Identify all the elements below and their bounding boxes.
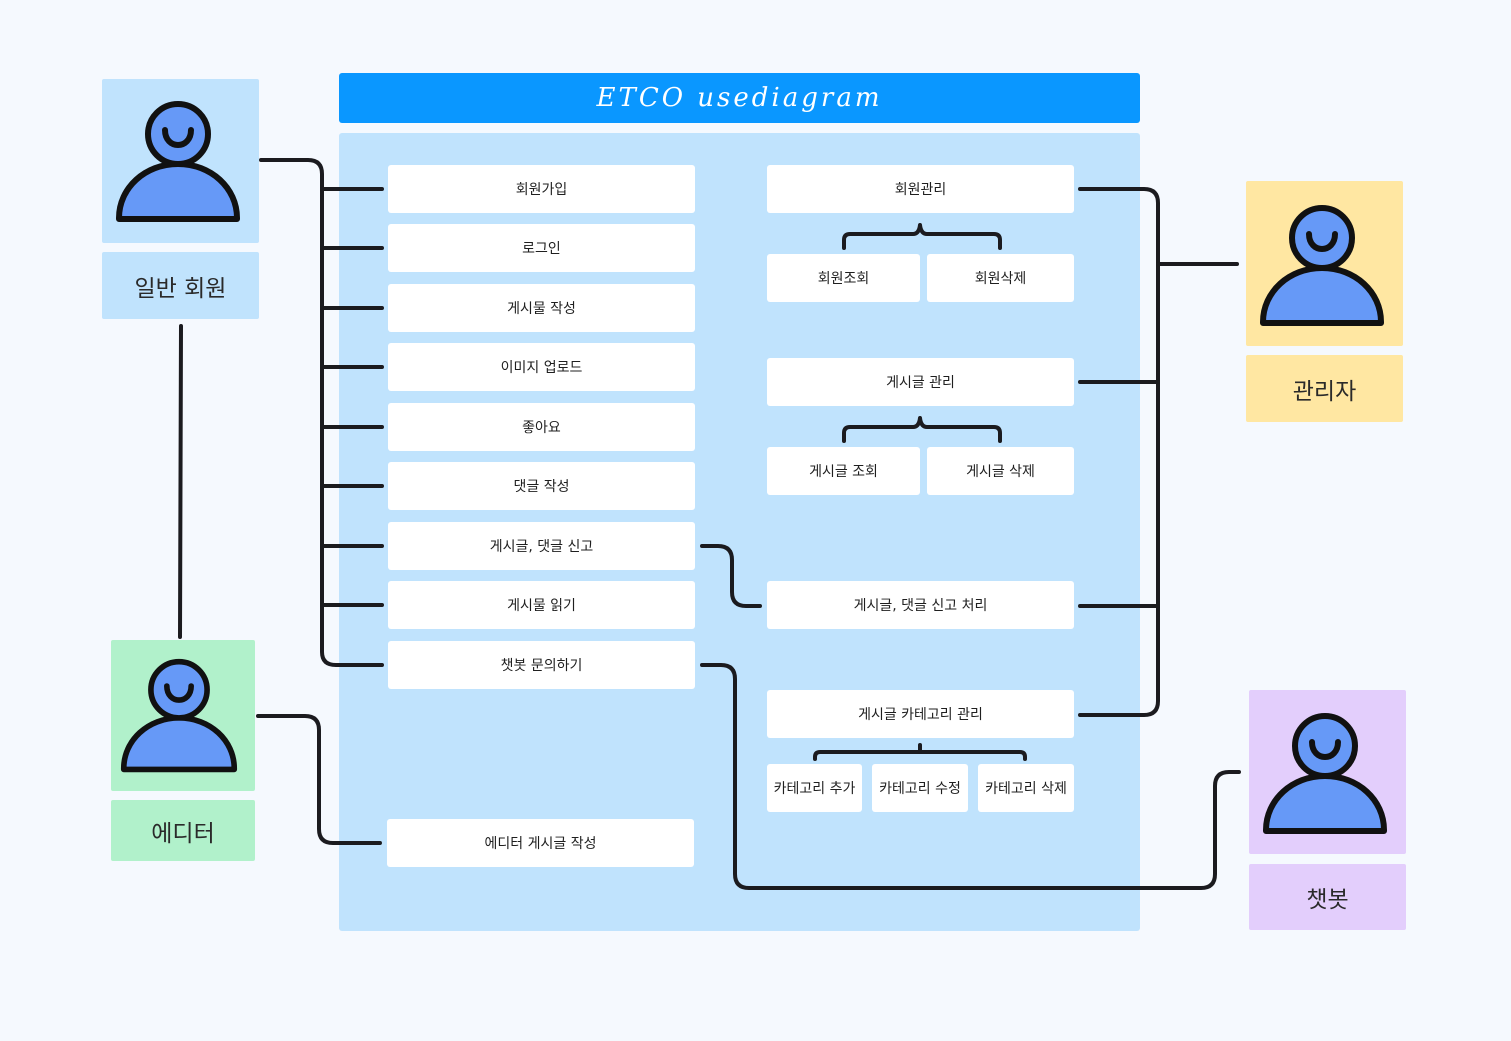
diagram-title: ETCO usediagram: [339, 73, 1140, 123]
usecase-signup: 회원가입: [388, 165, 695, 213]
usecase-report-handling: 게시글, 댓글 신고 처리: [767, 581, 1074, 629]
usecase-category-add: 카테고리 추가: [767, 764, 862, 812]
usecase-category-delete: 카테고리 삭제: [978, 764, 1074, 812]
usecase-image-upload: 이미지 업로드: [388, 343, 695, 391]
user-icon: [1263, 713, 1387, 834]
usecase-write-comment: 댓글 작성: [388, 462, 695, 510]
user-icon: [116, 101, 240, 222]
usecase-editor-write-post: 에디터 게시글 작성: [387, 819, 694, 867]
usecase-report: 게시글, 댓글 신고: [388, 522, 695, 570]
actor-chatbot-label: 챗봇: [1249, 864, 1406, 930]
usecase-member-management: 회원관리: [767, 165, 1074, 213]
actor-editor-label: 에디터: [111, 800, 255, 861]
usecase-member-delete: 회원삭제: [927, 254, 1074, 302]
connector-member-editor: [178, 324, 183, 639]
usecase-chatbot-inquiry: 챗봇 문의하기: [388, 641, 695, 689]
usecase-member-view: 회원조회: [767, 254, 920, 302]
usecase-write-post: 게시물 작성: [388, 284, 695, 332]
usecase-category-management: 게시글 카테고리 관리: [767, 690, 1074, 738]
usecase-post-delete: 게시글 삭제: [927, 447, 1074, 495]
actor-admin-label: 관리자: [1246, 355, 1403, 422]
usecase-post-management: 게시글 관리: [767, 358, 1074, 406]
usecase-post-view: 게시글 조회: [767, 447, 920, 495]
user-icon: [1260, 205, 1384, 326]
user-icon: [120, 658, 238, 773]
usecase-like: 좋아요: [388, 403, 695, 451]
actor-general-member-label: 일반 회원: [102, 252, 259, 319]
usecase-category-edit: 카테고리 수정: [872, 764, 968, 812]
usecase-read-post: 게시물 읽기: [388, 581, 695, 629]
usecase-login: 로그인: [388, 224, 695, 272]
